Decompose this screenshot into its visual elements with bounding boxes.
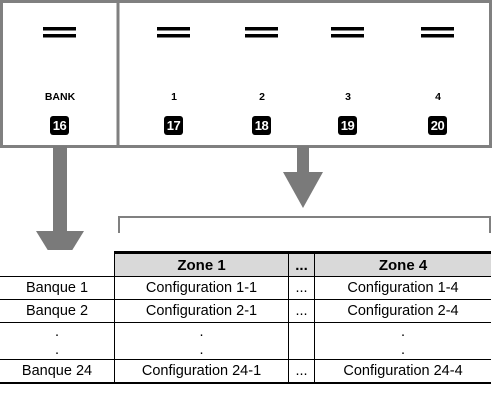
- ellipsis-cell: ...: [288, 359, 315, 384]
- dot-cell: [288, 341, 315, 360]
- table-row: Banque 1 Configuration 1-1 ... Configura…: [0, 276, 491, 300]
- dot-cell: .: [0, 322, 115, 341]
- config-cell: Configuration 2-4: [314, 299, 491, 323]
- bank-cell: Banque 1: [0, 276, 115, 300]
- table-header-row: Zone 1 ... Zone 4: [0, 251, 491, 277]
- header-zone-1: Zone 1: [114, 251, 289, 277]
- ellipsis-cell: ...: [288, 299, 315, 323]
- table-row-ellipsis: . . .: [0, 322, 491, 341]
- bank-cell: Banque 24: [0, 359, 115, 384]
- table-row-ellipsis: . . .: [0, 341, 491, 360]
- bank-cell: Banque 2: [0, 299, 115, 323]
- ellipsis-cell: ...: [288, 276, 315, 300]
- config-cell: Configuration 1-1: [114, 276, 289, 300]
- table-row: Banque 2 Configuration 2-1 ... Configura…: [0, 299, 491, 323]
- config-cell: Configuration 24-4: [314, 359, 491, 384]
- zone-button-17[interactable]: 17: [164, 116, 183, 135]
- down-arrow-left: [36, 146, 84, 250]
- fader-icon: [43, 27, 76, 38]
- zone-button-20[interactable]: 20: [428, 116, 447, 135]
- header-blank: [0, 252, 115, 277]
- bank-button-16[interactable]: 16: [50, 116, 69, 135]
- dot-cell: .: [0, 341, 115, 360]
- keyboard-panel-diagram: [0, 0, 492, 250]
- bank-configuration-table: Zone 1 ... Zone 4 Banque 1 Configuration…: [0, 251, 491, 384]
- dot-cell: [288, 322, 315, 341]
- table-row: Banque 24 Configuration 24-1 ... Configu…: [0, 359, 491, 384]
- config-cell: Configuration 1-4: [314, 276, 491, 300]
- zone-button-19[interactable]: 19: [338, 116, 357, 135]
- dot-cell: .: [199, 324, 204, 340]
- zone-label-2: 2: [259, 91, 265, 103]
- panel-frame: [0, 0, 492, 148]
- dot-cell: .: [314, 341, 491, 360]
- dot-cell: .: [400, 324, 406, 340]
- header-ellipsis: ...: [288, 251, 315, 277]
- dot-cell: .: [114, 341, 289, 360]
- config-cell: Configuration 24-1: [114, 359, 289, 384]
- zone-label-1: 1: [171, 91, 177, 103]
- down-arrow-right: [283, 146, 323, 208]
- bank-label: BANK: [44, 91, 76, 103]
- fader-icon: [421, 27, 454, 38]
- fader-icon: [331, 27, 364, 38]
- fader-icon: [157, 27, 190, 38]
- zone-label-3: 3: [345, 91, 351, 103]
- zone-button-18[interactable]: 18: [252, 116, 271, 135]
- zone-label-4: 4: [435, 91, 441, 103]
- header-zone-4: Zone 4: [314, 251, 491, 277]
- fader-icon: [245, 27, 278, 38]
- zone-bracket: [118, 216, 491, 233]
- config-cell: Configuration 2-1: [114, 299, 289, 323]
